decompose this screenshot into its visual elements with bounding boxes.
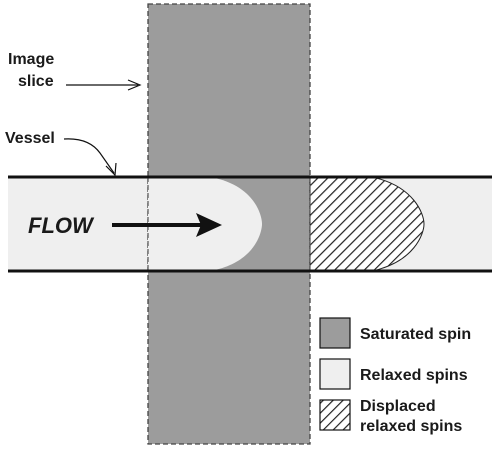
legend-label-saturated: Saturated spin: [360, 326, 471, 343]
flow-arrow-head: [196, 213, 222, 237]
vessel-pointer-head: [105, 162, 117, 177]
legend-label-relaxed: Relaxed spins: [360, 367, 468, 384]
vessel-pointer-line: [63, 138, 115, 174]
vessel-label: Vessel: [5, 130, 55, 147]
legend-label-displaced-line1: Displaced: [360, 398, 436, 415]
image-slice-pointer-head: [127, 79, 142, 91]
legend-label-displaced-line2: relaxed spins: [360, 418, 462, 435]
image-slice-label-line1: Image: [8, 51, 54, 68]
flow-label: FLOW: [28, 213, 95, 238]
legend-swatch-relaxed: [319, 358, 351, 390]
legend-swatch-saturated: [319, 317, 351, 349]
image-slice-label-line2: slice: [18, 73, 54, 90]
displaced-relaxed-spins: [309, 177, 425, 271]
legend-swatch-displaced: [319, 399, 351, 431]
